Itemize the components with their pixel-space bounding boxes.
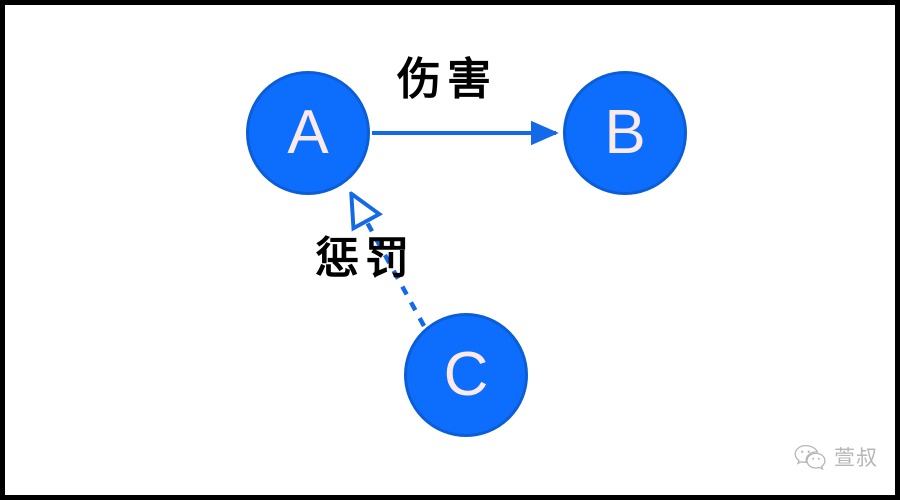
wechat-icon — [794, 444, 826, 471]
node-a-label: A — [287, 98, 329, 167]
node-b-label: B — [604, 98, 646, 167]
edge-c-to-a-line — [352, 195, 426, 328]
node-c-label: C — [443, 340, 489, 409]
watermark: 萱叔 — [794, 442, 878, 472]
node-b[interactable]: B — [563, 71, 687, 195]
watermark-text: 萱叔 — [834, 446, 878, 470]
edge-label-harm: 伤害 — [397, 54, 497, 105]
node-a[interactable]: A — [246, 71, 370, 195]
node-c[interactable]: C — [404, 313, 528, 437]
edge-label-punish: 惩罚 — [315, 233, 415, 284]
